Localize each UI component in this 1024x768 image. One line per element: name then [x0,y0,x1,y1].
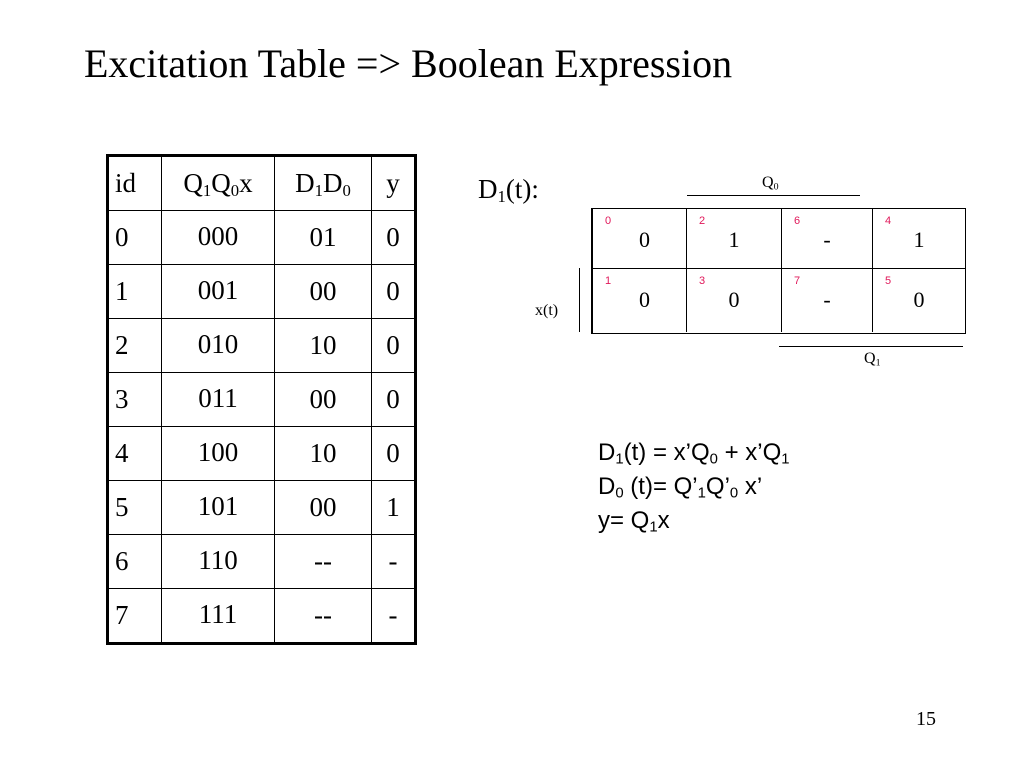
cell-d1d0: -- [274,588,372,644]
kmap-side-axis-line [579,268,580,332]
kmap-cell-value: - [823,227,831,252]
table-header-row: id Q1Q0x D1D0 y [107,155,416,211]
cell-q1q0x: 001 [161,264,275,319]
kmap-cell-index: 5 [885,275,892,287]
kmap-cell: 7- [782,269,873,332]
equation-y: y= Q1x [598,507,670,536]
kmap-cell-index: 1 [605,275,612,287]
cell-q1q0x: 101 [161,480,275,535]
cell-d1d0: 00 [274,264,372,319]
cell-id: 0 [107,210,162,265]
cell-q1q0x: 110 [161,534,275,589]
kmap-cell-value: 1 [913,227,925,252]
cell-q1q0x: 010 [161,318,275,373]
cell-y: 0 [371,210,416,265]
cell-q1q0x: 011 [161,372,275,427]
kmap-top-axis-line [687,195,860,196]
kmap-cell-index: 0 [605,215,612,227]
cell-id: 5 [107,480,162,535]
slide-title: Excitation Table => Boolean Expression [84,41,733,86]
kmap-cell-value: 0 [913,287,925,312]
cell-q1q0x: 000 [161,210,275,265]
cell-id: 3 [107,372,162,427]
kmap-cell-index: 4 [885,215,892,227]
cell-id: 4 [107,426,162,481]
cell-d1d0: 01 [274,210,372,265]
kmap-cell-index: 3 [699,275,706,287]
cell-y: - [371,588,416,644]
cell-y: - [371,534,416,589]
cell-d1d0: -- [274,534,372,589]
cell-id: 7 [107,588,162,644]
kmap-cell-value: - [823,287,831,312]
equation-d1: D1(t) = x’Q0 + x’Q1 [598,439,790,468]
cell-q1q0x: 100 [161,426,275,481]
cell-d1d0: 00 [274,372,372,427]
header-q1q0x: Q1Q0x [161,155,275,211]
kmap-cell-value: 0 [639,287,650,312]
kmap-cell-index: 7 [794,275,801,287]
cell-y: 0 [371,318,416,373]
cell-q1q0x: 111 [161,588,275,644]
cell-d1d0: 10 [274,318,372,373]
header-d1d0: D1D0 [274,155,372,211]
cell-y: 0 [371,426,416,481]
cell-id: 1 [107,264,162,319]
equation-d0: D0 (t)= Q’1Q’0 x’ [598,473,763,502]
kmap-bottom-axis-label: Q1 [864,350,881,369]
cell-d1d0: 00 [274,480,372,535]
cell-d1d0: 10 [274,426,372,481]
kmap-top-axis-label: Q0 [762,174,779,193]
page-number: 15 [916,708,936,730]
cell-id: 2 [107,318,162,373]
header-id: id [107,155,162,211]
kmap-cell-value: 1 [728,227,740,252]
kmap-cell-index: 2 [699,215,706,227]
boolean-equations: D1(t) = x’Q0 + x’Q1 D0 (t)= Q’1Q’0 x’ y=… [598,436,790,538]
kmap-cell-value: 0 [728,287,740,312]
header-y: y [371,155,416,211]
kmap-cell-index: 6 [794,215,801,227]
kmap-title: D1(t): [478,174,539,207]
cell-id: 6 [107,534,162,589]
kmap-bottom-axis-line [779,346,963,347]
cell-y: 0 [371,372,416,427]
cell-y: 1 [371,480,416,535]
cell-y: 0 [371,264,416,319]
kmap-cell: 6- [782,209,873,269]
kmap-cell-value: 0 [639,227,650,252]
kmap-side-axis-label: x(t) [535,302,559,319]
